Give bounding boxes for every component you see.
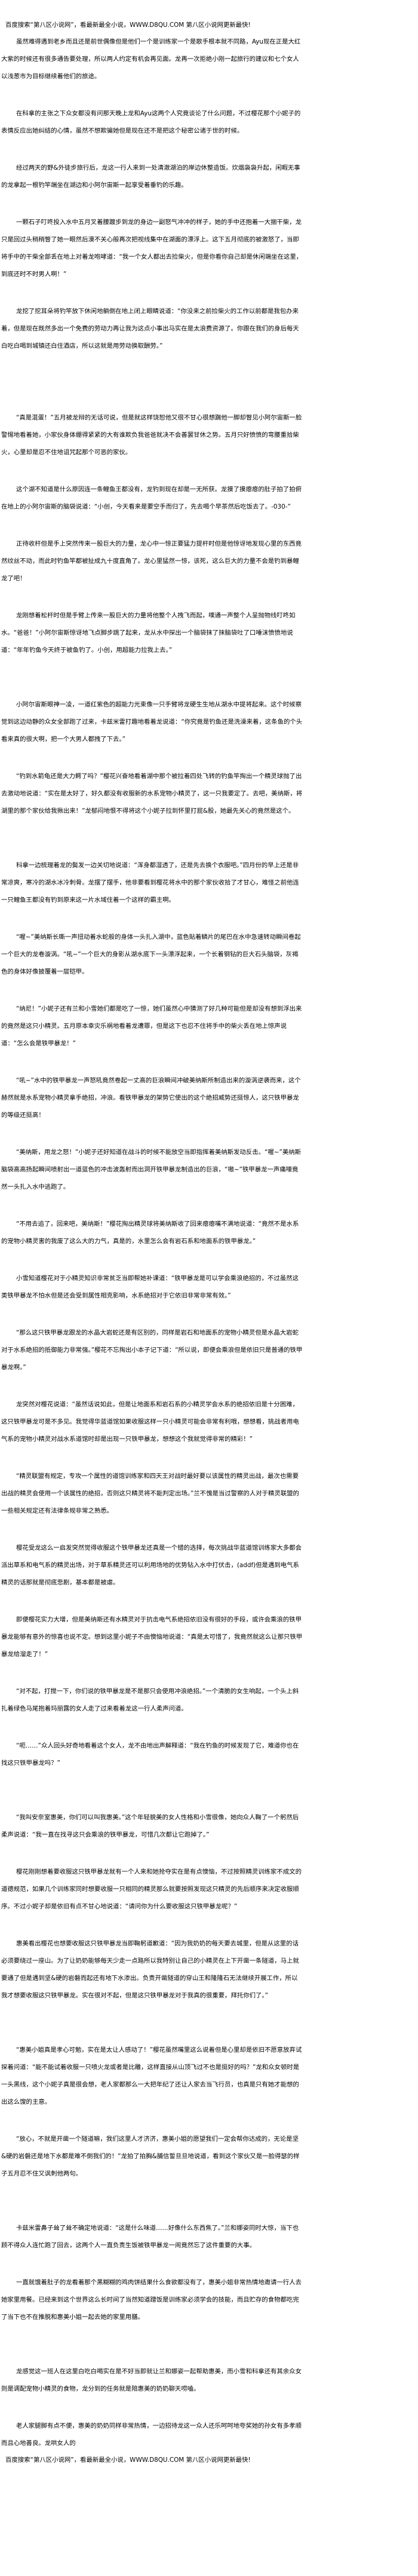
paragraph: “那么这只铁甲暴龙跟龙的水晶大岩蛇还是有区别的，同样是岩石和地面系的宠物小精灵但… — [1, 1329, 303, 1371]
paragraph: “不用去追了，回来吧，美纳斯！”樱花掏出精灵球将美纳斯收了回来瘪瘪嘴不满地说道：… — [1, 1220, 299, 1245]
paragraph: 龙突然对樱花说道：“虽然话说如此，但是让地面系和岩石系的小精灵学会水系的绝招依旧… — [1, 1401, 299, 1443]
paragraph: 一直就饿着肚子的龙看着那个黑糊糊的鸡肉饼结果什么食欲都没有了，惠美小姐非常热情地… — [1, 2279, 302, 2321]
paragraph: 经过两天的野&外徒步旅行后，龙这一行人来到一处清澈湖泊的岸边休整造饭。炊烟袅袅升… — [1, 164, 300, 189]
paragraph: “我叫安奈室惠美，你们可以叫我惠美。”这个年轻貌美的女人性格和小雪很像，她向众人… — [1, 1814, 299, 1838]
paragraph: “真是混蛋！”五月被龙辩的无话可说，但是就这样饶恕他又很不甘心很想踹他一脚却瞥见… — [1, 414, 302, 456]
paragraph: “喔~”美纳斯长嘶一声扭动着水蛇般的身体一头扎入湖中，蓝色贴着鳞片的尾巴在水中急… — [1, 934, 301, 975]
paragraph: “放心，不就是开凿一个隧道嘛，我们这里人才济济，惠美小姐的愿望我们一定会帮你达成… — [1, 2136, 300, 2177]
paragraph: 龙挖了挖耳朵将钓竿放下休闲地躺倒在地上闭上眼睛说道：“你没来之前捡柴火的工作以前… — [1, 308, 299, 350]
chapter-body: 虽然难得遇到老乡而且还是前世偶像但是他们一个是训练家一个是歌手根本就不同路，Ay… — [1, 33, 303, 2452]
paragraph: 樱花刚刚想着要收服这只铁甲暴龙就有一个人来和她抢夺实在是有点懊恼，不过按照精灵训… — [1, 1868, 302, 1910]
paragraph: 即便樱花实力大增，但是美纳斯还有水精灵对于抗击电气系绝招依旧没有很好的手段，或许… — [1, 1616, 303, 1658]
paragraph: “钓到水箭龟还是大力鳄了吗？”樱花兴奋地看着湖中那个被拉着四处飞转的钓鱼竿掏出一… — [1, 773, 303, 815]
paragraph: 龙感觉这一班人在这里白吃白喝实在是不好当即就让兰和娜姿一起帮助惠美，而小雪和科拿… — [1, 2368, 302, 2393]
paragraph: 科拿一边梳理着龙的鬓发一边关切地说道：“浑身都湿透了，还是先去换个衣服吧。”四月… — [1, 862, 299, 904]
document-page: 百度搜索“第八区小说网”，看最新最全小说，WWW.D8QU.COM 第八区小说网… — [1, 17, 303, 2468]
paragraph: “惠美小姐真是孝心可勉，实在是太让人感动了！”樱花虽然嘴里这么说着但是心里却是依… — [1, 2046, 302, 2106]
paragraph: 在科拿的主张之下众女都没有问那天晚上龙和Ayu这两个人究竟谈论了什么问题，不过樱… — [1, 110, 301, 134]
paragraph: 樱花受龙这么一启发突然觉得收服这个铁甲暴龙还真是一个错的选择，每次挑战华蓝道馆训… — [1, 1544, 302, 1586]
paragraph: 惠美看出樱花也想要收服这只铁甲暴龙当即鞠躬道歉道：“因为我奶奶的每天要去城里，但… — [1, 1940, 299, 1999]
site-banner-top: 百度搜索“第八区小说网”，看最新最全小说，WWW.D8QU.COM 第八区小说网… — [5, 22, 251, 29]
paragraph: 小阿尔宙斯眼神一凌，一道红紫色的超能力光束像一只手臂将龙硬生生地从湖水中提将起来… — [1, 701, 303, 743]
paragraph: “呃……”众人回头好奇地看着这个女人，龙不由地出声解释道：“我在钓鱼的时候发现了… — [1, 1742, 299, 1767]
paragraph: “纳尼！”小妮子还有兰和小雪她们都是吃了一惊，她们虽然心中猜测了好几种可能但是却… — [1, 1005, 302, 1047]
paragraph: “吼~”水中的铁甲暴龙一声怒吼竟然卷起一丈高的巨浪瞬间冲破美纳斯所制造出来的漩涡… — [1, 1077, 301, 1119]
paragraph: 虽然难得遇到老乡而且还是前世偶像但是他们一个是训练家一个是歌手根本就不同路，Ay… — [1, 38, 301, 80]
paragraph: “对不起，打搅一下，你们说的铁甲暴龙是不是那只会使用冲浪绝招。”一个清脆的女生响… — [1, 1688, 299, 1712]
paragraph: 正待收杆但是手上突然传来一股巨大的力量，龙心中一惊正要猛力提杆时但是他惊讶地发现… — [1, 540, 302, 582]
paragraph: 老人家腿脚有点不便，惠美的奶奶同样非常热情，一边招待龙这一众人还乐呵呵地夸奖她的… — [1, 2422, 302, 2447]
paragraph: 龙刚想着松杆时但是手臂上传来一股巨大的力量将他整个人拽飞而起，噗通一声整个人呈抛… — [1, 612, 296, 654]
paragraph: 小雪知道樱花对于小精灵知识非常贫乏当即帮她补课道：“铁甲暴龙是可以学会乘浪绝招的… — [1, 1275, 299, 1299]
paragraph: 卡兹米雷鼻子耸了耸不确定地说道：“这是什么味道……好像什么东西焦了。”兰和娜姿同… — [1, 2225, 299, 2249]
paragraph: “精灵联盟有规定，专攻一个属性的道馆训练家和四天王对战时最好要以该属性的精灵出战… — [1, 1473, 299, 1515]
paragraph: 这个湖不知道是什么原因连一条鲤鱼王都没有，龙钓到现在却是一无所获。龙摸了摸瘪瘪的… — [1, 486, 302, 510]
paragraph: 一颗石子叮咚投入水中五月叉着腰踱步到龙的身边一副怒气冲冲的样子，她的手中还抱着一… — [1, 219, 303, 278]
paragraph: “美纳斯，用龙之怒！”小妮子还好知道在战斗的时候不能放空当即指挥着美纳斯发动反击… — [1, 1149, 302, 1191]
site-banner-bottom: 百度搜索“第八区小说网”，看最新最全小说，WWW.D8QU.COM 第八区小说网… — [5, 2456, 251, 2464]
